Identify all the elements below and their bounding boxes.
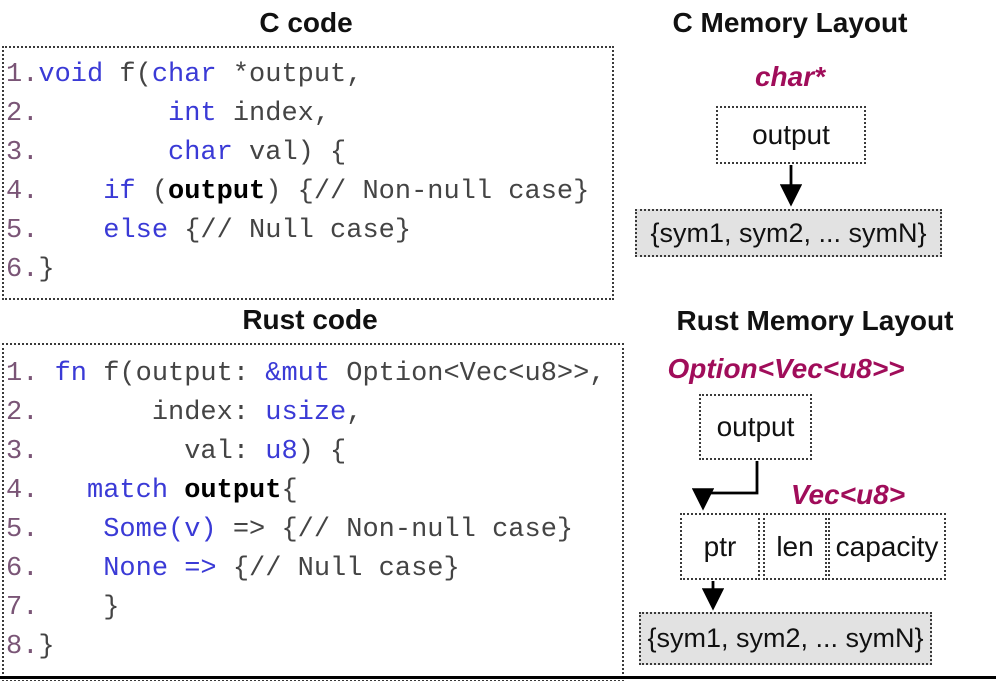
line-number: 2. <box>6 99 39 129</box>
code-token: *output, <box>216 60 363 90</box>
rust-option-to-vec-arrow <box>691 461 759 511</box>
code-token: ( <box>135 177 169 207</box>
code-token: match <box>87 476 169 506</box>
code-token: ) { <box>297 437 347 467</box>
c-pointer-type-label: char* <box>754 61 826 92</box>
code-token <box>38 359 54 389</box>
code-token: , <box>346 398 363 428</box>
code-token: else <box>103 216 169 246</box>
code-token <box>38 138 168 168</box>
code-token: &mut <box>265 359 331 389</box>
code-line: 5. else {// Null case} <box>6 212 612 251</box>
code-token <box>38 99 168 129</box>
rust-output-box-label: output <box>716 411 795 442</box>
code-token: f( <box>103 60 152 90</box>
rust-output-box: output <box>699 394 812 460</box>
vec-capacity-field-box: capacity <box>828 513 946 580</box>
code-token <box>38 476 87 506</box>
line-number: 4. <box>6 476 39 506</box>
rust-heap-buffer-box: {sym1, sym2, ... symN} <box>639 612 932 665</box>
code-token: val) { <box>232 138 347 168</box>
code-token: fn <box>54 359 88 389</box>
line-number: 4. <box>6 177 39 207</box>
code-token: ) {// Non-null case} <box>265 177 590 207</box>
code-token: Some(v) <box>103 515 217 545</box>
code-token <box>38 177 103 207</box>
code-line: 5. Some(v) => {// Non-null case} <box>6 511 622 550</box>
code-token: { <box>281 476 298 506</box>
rust-heap-buffer-label: {sym1, sym2, ... symN} <box>647 623 924 653</box>
line-number: 6. <box>6 255 39 285</box>
code-line: 4. match output{ <box>6 472 622 511</box>
vec-capacity-field-label: capacity <box>835 530 939 562</box>
code-token: void <box>38 60 104 90</box>
code-token: output <box>184 476 282 506</box>
code-token: {// Null case} <box>216 554 460 584</box>
code-token: index: <box>38 398 266 428</box>
line-number: 5. <box>6 515 39 545</box>
code-line: 1.void f(char *output, <box>6 56 612 95</box>
line-number: 7. <box>6 593 39 623</box>
rust-code-title: Rust code <box>242 304 378 335</box>
code-token: {// Null case} <box>168 216 412 246</box>
code-line: 3. val: u8) { <box>6 433 622 472</box>
c-code-title: C code <box>259 7 353 38</box>
line-number: 8. <box>6 632 39 662</box>
vec-len-field-box: len <box>763 513 827 580</box>
line-number: 6. <box>6 554 39 584</box>
code-line: 7. } <box>6 589 622 628</box>
bottom-rule <box>0 676 996 679</box>
code-line: 4. if (output) {// Non-null case} <box>6 173 612 212</box>
code-token: } <box>38 593 120 623</box>
vec-ptr-field-box: ptr <box>680 513 760 580</box>
line-number: 2. <box>6 398 39 428</box>
line-number: 3. <box>6 437 39 467</box>
code-token: usize <box>265 398 347 428</box>
code-token: index, <box>216 99 331 129</box>
rust-vec-type-label: Vec<u8> <box>790 479 906 510</box>
line-number: 3. <box>6 138 39 168</box>
code-token: u8 <box>265 437 298 467</box>
code-token: } <box>38 632 55 662</box>
rust-memory-layout-title: Rust Memory Layout <box>676 305 954 336</box>
c-code-block: 1.void f(char *output,2. int index,3. ch… <box>2 46 614 300</box>
code-token: f(output: <box>87 359 266 389</box>
c-heap-buffer-box: {sym1, sym2, ... symN} <box>635 209 942 257</box>
c-output-box: output <box>716 106 866 164</box>
code-token <box>168 476 184 506</box>
code-token <box>38 554 103 584</box>
code-line: 6. None => {// Null case} <box>6 550 622 589</box>
code-token <box>38 515 103 545</box>
vec-len-field-label: len <box>776 530 814 562</box>
code-line: 8.} <box>6 628 622 667</box>
line-number: 1. <box>6 60 39 90</box>
code-token: Option<Vec<u8>>, <box>330 359 606 389</box>
code-line: 3. char val) { <box>6 134 612 173</box>
rust-code-block: 1. fn f(output: &mut Option<Vec<u8>>,2. … <box>2 343 624 681</box>
line-number: 1. <box>6 359 39 389</box>
code-token <box>38 216 103 246</box>
code-line: 6.} <box>6 251 612 290</box>
code-token: => {// Non-null case} <box>216 515 574 545</box>
code-line: 1. fn f(output: &mut Option<Vec<u8>>, <box>6 355 622 394</box>
code-token: } <box>38 255 55 285</box>
rust-option-type-label: Option<Vec<u8>> <box>667 353 905 384</box>
c-output-box-label: output <box>752 119 830 150</box>
code-token: char <box>168 138 233 168</box>
code-token: int <box>168 99 217 129</box>
code-token: char <box>151 60 217 90</box>
code-line: 2. int index, <box>6 95 612 134</box>
vec-ptr-field-label: ptr <box>703 530 737 562</box>
c-heap-buffer-label: {sym1, sym2, ... symN} <box>650 217 927 248</box>
code-token: output <box>168 177 266 207</box>
line-number: 5. <box>6 216 39 246</box>
c-memory-layout-title: C Memory Layout <box>672 7 908 38</box>
code-token: None => <box>103 554 217 584</box>
code-line: 2. index: usize, <box>6 394 622 433</box>
code-token: if <box>103 177 136 207</box>
code-token: val: <box>38 437 266 467</box>
